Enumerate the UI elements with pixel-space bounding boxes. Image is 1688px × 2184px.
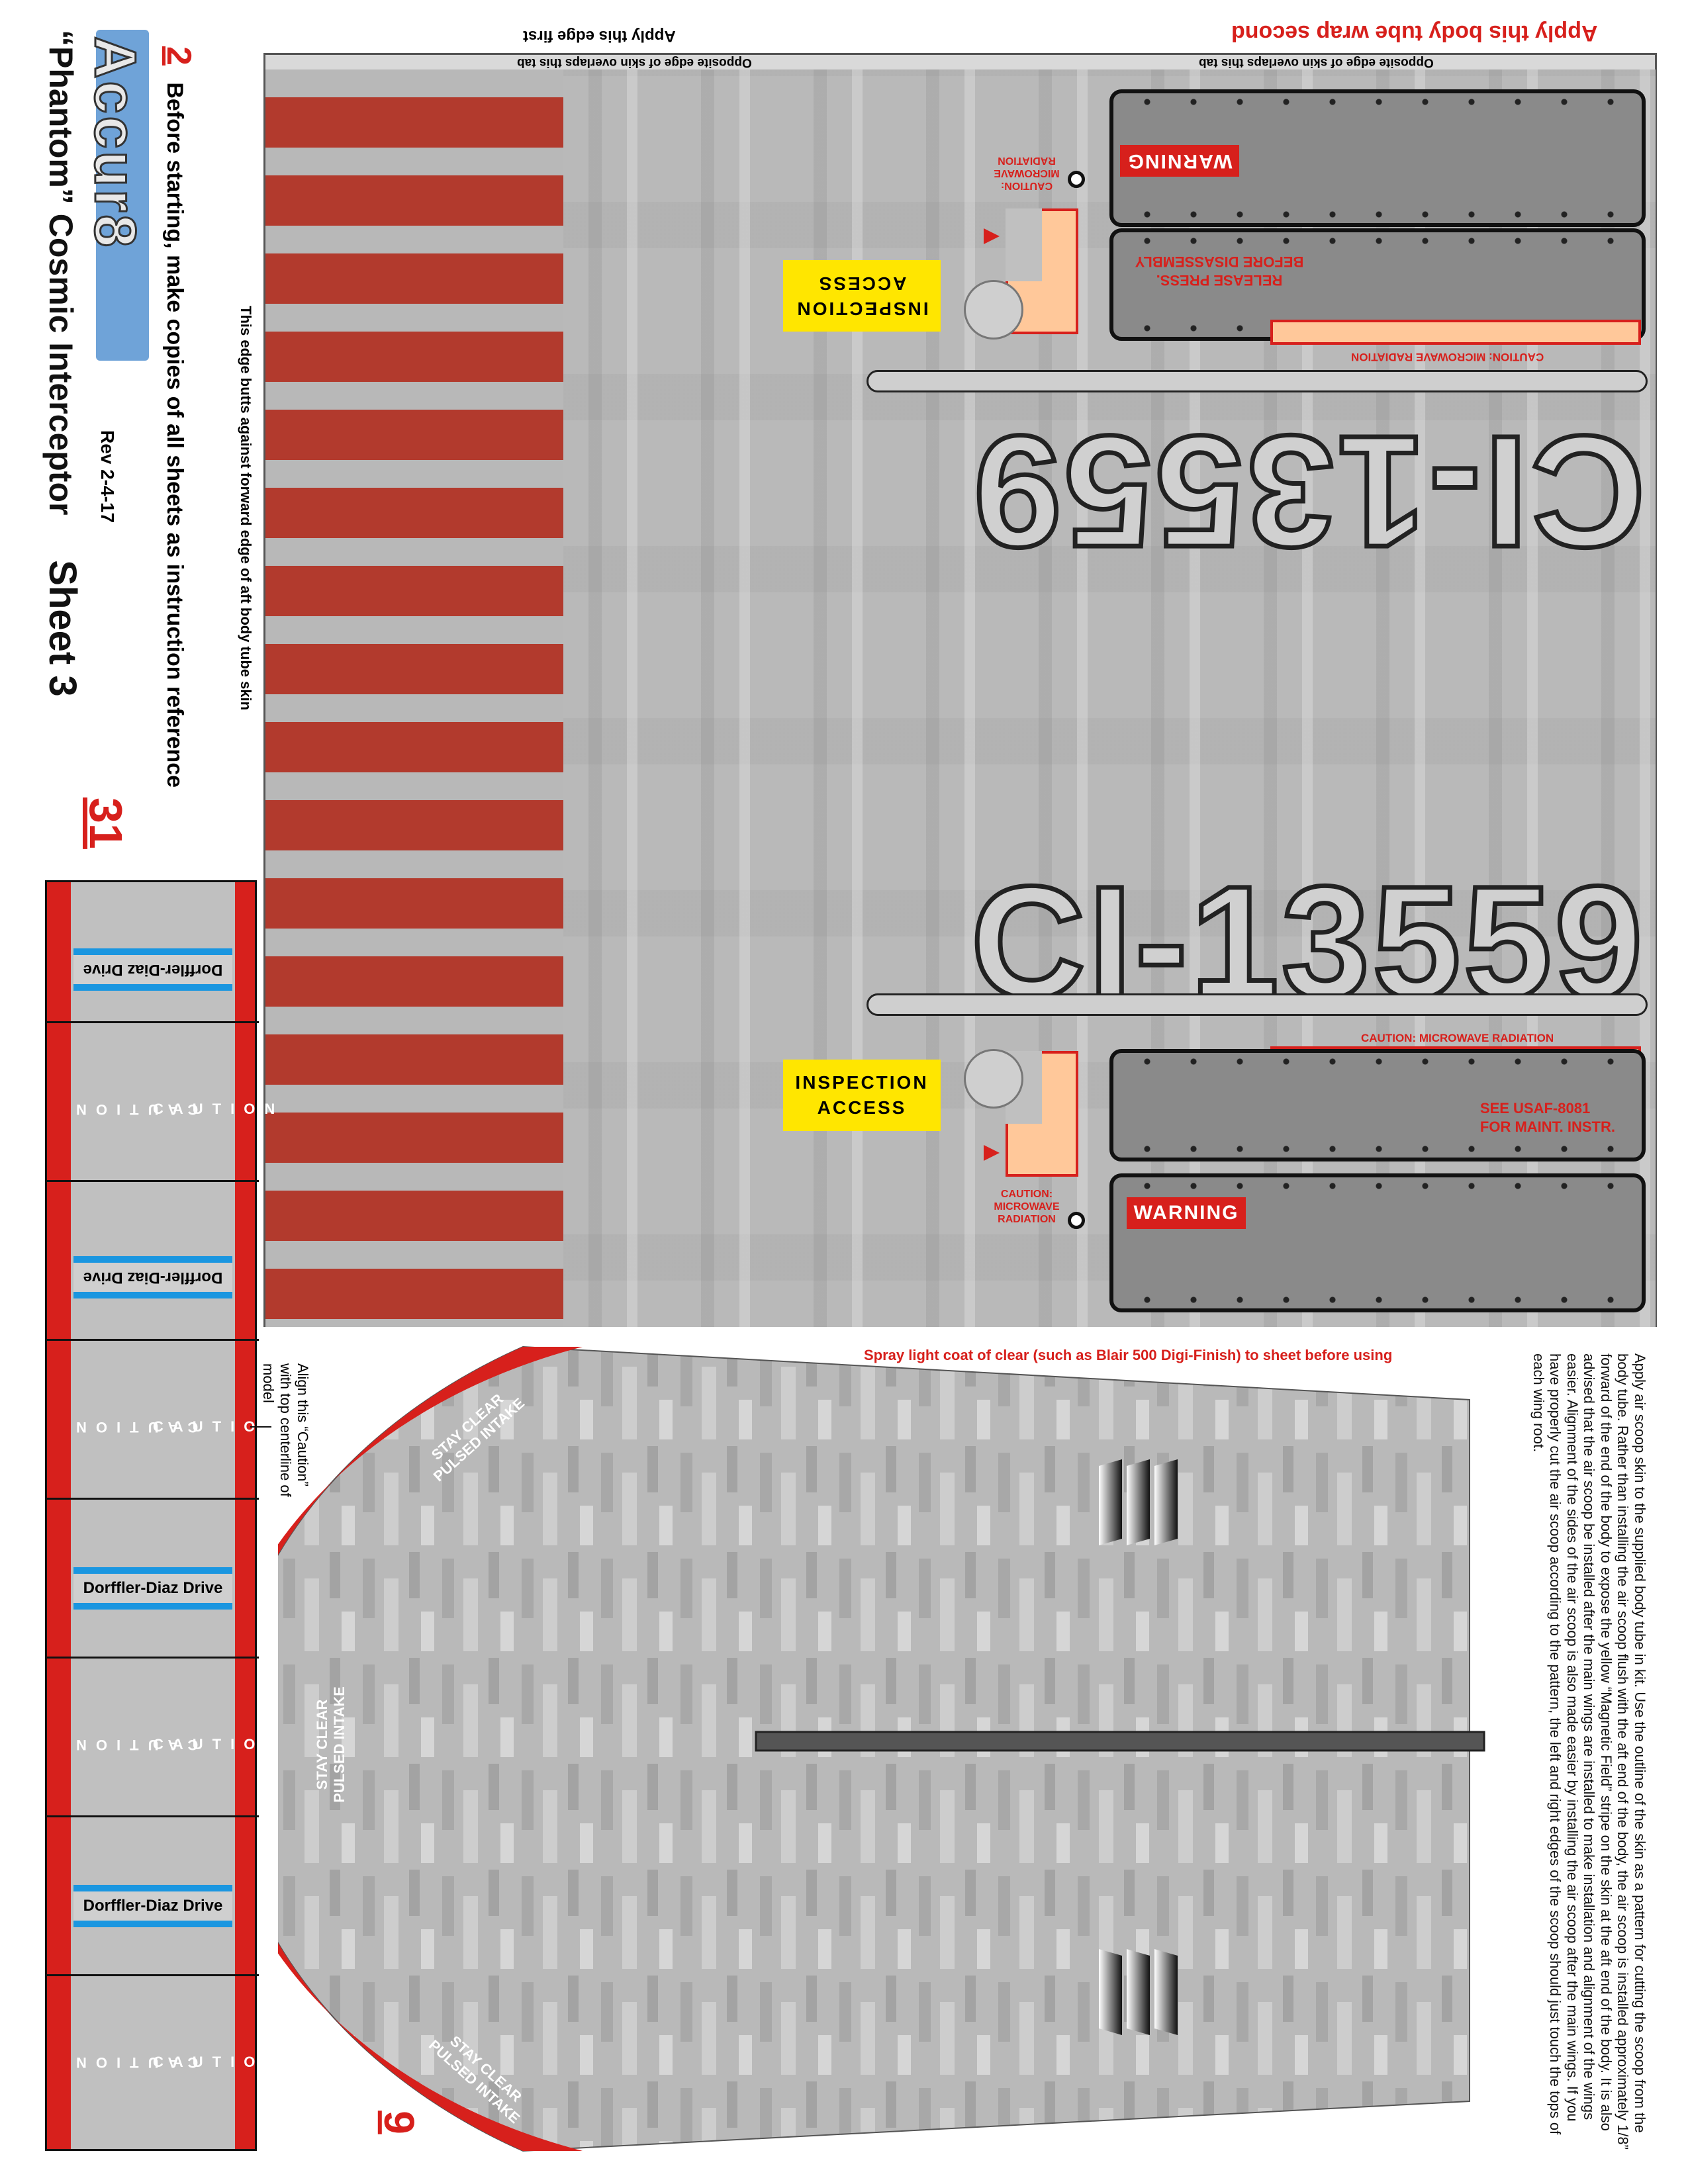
lower-warning-label: WARNING [1127, 1197, 1246, 1229]
instruction-text: Before starting, make copies of all shee… [162, 82, 187, 788]
revision: Rev 2-4-17 [97, 430, 118, 523]
overlap-note-left: Opposite edge of skin overlaps this tab [517, 56, 752, 69]
lower-usaf-panel: SEE USAF-8081 FOR MAINT. INSTR. [1109, 1049, 1646, 1161]
instruction-line: 2 Before starting, make copies of all sh… [159, 46, 199, 907]
drive-label-4: Dorffler-Diaz Drive [73, 1885, 232, 1927]
caution-band-1: CAUTION CAUTION [67, 1101, 285, 1118]
lower-caution-arrow-icon [984, 1145, 1000, 1161]
spray-note: Spray light coat of clear (such as Blair… [864, 1347, 1393, 1363]
red-stripe-section [265, 69, 563, 1327]
upper-conduit [867, 370, 1648, 392]
drive-label-1: Dorffler-Diaz Drive [73, 948, 232, 991]
apply-first-note: Apply this edge first [523, 27, 676, 45]
usaf-text: SEE USAF-8081 FOR MAINT. INSTR. [1480, 1099, 1615, 1136]
drive-label-3: Dorffler-Diaz Drive [73, 1567, 232, 1610]
drive-label-2: Dorffler-Diaz Drive [73, 1256, 232, 1298]
lower-hatch-icon [964, 1049, 1023, 1109]
upper-caution-bar [1270, 320, 1641, 345]
air-scoop-skin [278, 1345, 1485, 2152]
apply-second-note: Apply this body tube wrap second [1231, 21, 1598, 46]
part-number-31: 31 [80, 797, 132, 849]
caution-band-2: CAUTION CAUTION [67, 1418, 285, 1435]
upper-caution-label: CAUTION: MICROWAVE RADIATION [1351, 351, 1544, 363]
upper-louvers-icon [1099, 1459, 1178, 1545]
lower-conduit [867, 993, 1648, 1016]
lower-louvers-icon [1099, 1949, 1178, 2035]
upper-inspection-access: INSPECTION ACCESS [783, 260, 941, 332]
edge-note: This edge butts against forward edge of … [238, 306, 254, 711]
upper-warning-panel: WARNING [1109, 89, 1646, 227]
lower-caution-label: CAUTION: MICROWAVE RADIATION [1361, 1032, 1554, 1044]
registration-mirrored: CI-13559 [968, 401, 1648, 583]
scoop-instructions: Apply air scoop skin to the supplied bod… [1530, 1353, 1648, 2150]
model-title: “Phantom” Cosmic Interceptor [42, 30, 79, 516]
brand-name: Accur8 [82, 36, 150, 251]
brand-logo: Accur8 [82, 30, 150, 361]
upper-caution-arrow-icon [984, 228, 1000, 244]
part-number-9: 9 [375, 2111, 423, 2134]
drive-strip: Dorffler-Diaz Drive Dorffler-Diaz Drive … [45, 880, 285, 2151]
align-leader-line [250, 1426, 271, 1428]
release-text: RELEASE PRESS. BEFORE DISASSEMBLY [1133, 252, 1305, 289]
sheet-label: Sheet 3 [41, 560, 84, 697]
upper-caution-small: CAUTION: MICROWAVE RADIATION [994, 155, 1060, 191]
usaf-line-2: FOR MAINT. INSTR. [1479, 1118, 1615, 1135]
lower-inspection-access: INSPECTION ACCESS [783, 1060, 941, 1131]
overlap-note-right: Opposite edge of skin overlaps this tab [1199, 56, 1434, 69]
usaf-line-1: SEE USAF-8081 [1479, 1100, 1591, 1116]
body-tube-wrap: Opposite edge of skin overlaps this tab … [263, 53, 1657, 1327]
upper-warning-label: WARNING [1120, 145, 1239, 177]
upper-hatch-icon [964, 280, 1023, 340]
overlap-tab: Opposite edge of skin overlaps this tab … [265, 55, 1655, 71]
lower-caution-small: CAUTION: MICROWAVE RADIATION [994, 1189, 1060, 1225]
lower-fastener-icon [1068, 1212, 1085, 1229]
sheet-number: 2 [160, 46, 198, 66]
release-line-1: RELEASE PRESS. [1156, 272, 1283, 289]
lower-warning-panel: WARNING [1109, 1173, 1646, 1312]
caution-band-4: CAUTION CAUTION [67, 2054, 285, 2071]
release-line-2: BEFORE DISASSEMBLY [1135, 253, 1304, 270]
scoop-center-bar [755, 1731, 1485, 1752]
title-line: “Phantom” Cosmic Interceptor Sheet 3 [40, 30, 85, 824]
upper-fastener-icon [1068, 171, 1085, 188]
stay-clear-middle: STAY CLEAR PULSED INTAKE [314, 1686, 348, 1803]
caution-band-3: CAUTION CAUTION [67, 1736, 285, 1753]
